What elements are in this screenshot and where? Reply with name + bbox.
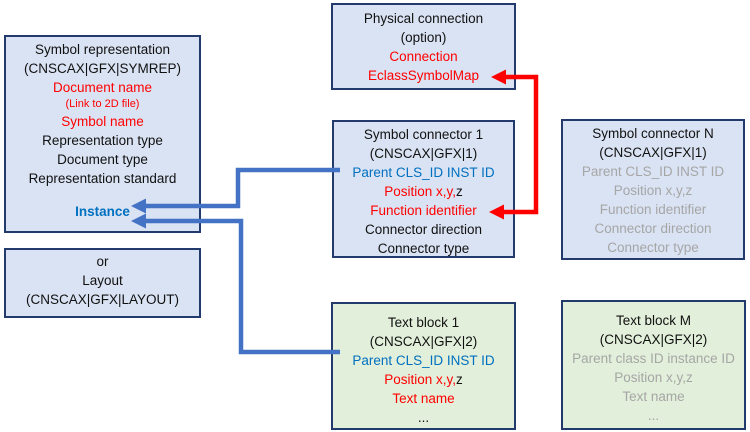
symbol-connector-1-type-label: Connector type [377,241,470,256]
symbol-representation-subtitle: (CNSCAX|GFX|SYMREP) [23,61,182,76]
box-text-block-m: Text block M (CNSCAX|GFX|2) Parent class… [561,300,746,430]
symbol-name-label: Symbol name [61,114,144,129]
layout-subtitle: (CNSCAX|GFX|LAYOUT) [25,292,180,307]
symbol-connector-n-subtitle: (CNSCAX|GFX|1) [599,145,707,160]
position-z-text: z [456,184,463,199]
symbol-connector-n-position-label: Position x,y,z [613,183,693,198]
box-physical-connection: Physical connection (option) Connection … [331,3,516,90]
text-block-1-parent-label: Parent CLS_ID INST ID [352,353,495,368]
symbol-connector-n-direction-label: Connector direction [594,221,712,236]
symbol-connector-n-title: Symbol connector N [592,126,714,141]
physical-connection-title: Physical connection [363,11,484,26]
box-symbol-connector-1: Symbol connector 1 (CNSCAX|GFX|1) Parent… [332,120,515,258]
text-block-m-title: Text block M [615,313,692,328]
symbol-connector-n-function-identifier-label: Function identifier [599,202,707,217]
symbol-connector-1-function-identifier-label: Function identifier [370,203,477,218]
symbol-connector-1-parent-label: Parent CLS_ID INST ID [352,165,495,180]
document-name-label: Document name [52,80,153,95]
symbol-connector-1-direction-label: Connector direction [364,222,483,237]
text-block-1-title: Text block 1 [387,315,460,330]
text-block-m-ellipsis: ... [647,408,660,423]
box-text-block-1: Text block 1 (CNSCAX|GFX|2) Parent CLS_I… [331,302,516,430]
text-block-m-position-label: Position x,y,z [614,370,693,385]
position-z-text: z [456,372,463,387]
text-block-m-text-name-label: Text name [622,389,685,404]
eclass-symbol-map-label: EclassSymbolMap [367,68,480,83]
position-xy-text: Position x,y, [384,184,457,199]
symbol-connector-n-parent-label: Parent CLS_ID INST ID [581,164,725,179]
text-block-1-ellipsis: ... [417,410,430,425]
symbol-representation-title: Symbol representation [34,42,171,57]
link-to-2d-file-note: (Link to 2D file) [65,98,140,110]
text-block-m-parent-label: Parent class ID instance ID [572,351,735,366]
box-symbol-connector-n: Symbol connector N (CNSCAX|GFX|1) Parent… [561,119,745,260]
text-block-1-text-name-label: Text name [392,391,455,406]
symbol-connector-1-position-label: Position x,y,z [334,182,513,201]
text-block-1-position-label: Position x,y,z [333,370,514,389]
layout-title: Layout [82,273,123,288]
physical-connection-subtitle: (option) [400,30,447,45]
text-block-m-subtitle: (CNSCAX|GFX|2) [599,332,708,347]
instance-label: Instance [75,204,130,219]
position-xy-text: Position x,y, [384,372,457,387]
symbol-connector-1-subtitle: (CNSCAX|GFX|1) [369,146,478,161]
box-layout: or Layout (CNSCAX|GFX|LAYOUT) [4,248,201,318]
symbol-connector-n-type-label: Connector type [607,240,699,255]
box-symbol-representation: Symbol representation (CNSCAX|GFX|SYMREP… [4,35,201,233]
text-block-1-subtitle: (CNSCAX|GFX|2) [369,334,478,349]
representation-type-label: Representation type [42,133,163,148]
or-label: or [96,254,109,269]
symbol-connector-1-title: Symbol connector 1 [363,127,484,142]
document-type-label: Document type [57,152,148,167]
connection-label: Connection [389,49,458,64]
representation-standard-label: Representation standard [28,171,177,186]
